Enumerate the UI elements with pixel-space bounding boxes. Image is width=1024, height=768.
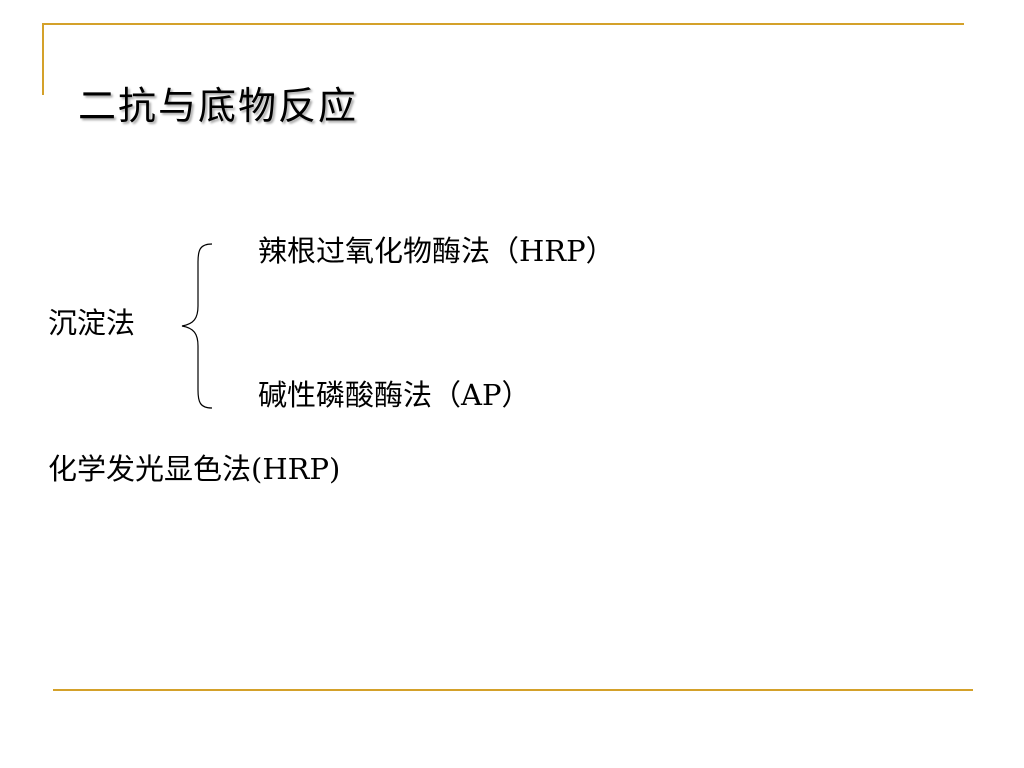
ap-method-text: 碱性磷酸酶法（AP） (258, 378, 531, 412)
top-rule (42, 23, 964, 25)
curly-brace (181, 243, 213, 409)
slide-title: 二抗与底物反应 (78, 84, 359, 128)
bottom-rule (53, 689, 973, 691)
precipitation-label: 沉淀法 (48, 306, 136, 340)
hrp-method-text: 辣根过氧化物酶法（HRP） (258, 234, 615, 268)
chemiluminescence-text: 化学发光显色法(HRP) (48, 452, 341, 486)
left-rule (42, 23, 44, 95)
